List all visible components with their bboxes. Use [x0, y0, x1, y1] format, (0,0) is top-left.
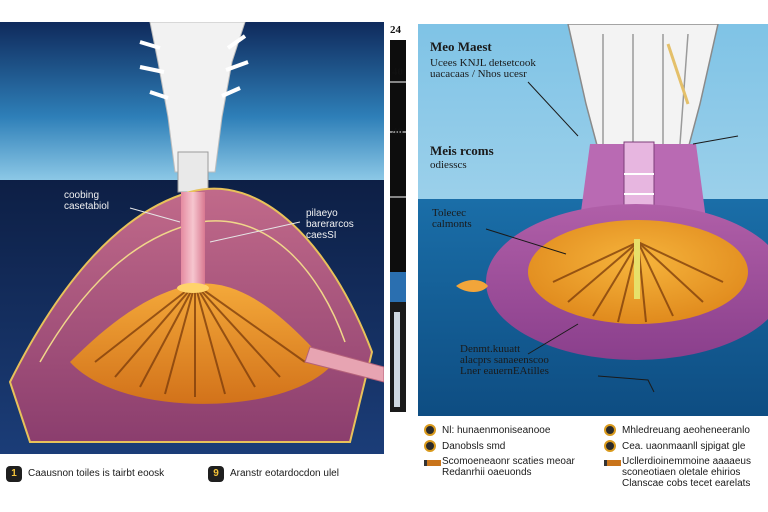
left-illustration-panel: coobing casetabiol pilaeyo barerarcos ca… [0, 22, 384, 454]
legend-item-text: Cea. uaonmaanll sjpigat gle [622, 441, 746, 452]
legend-dot-icon [604, 440, 616, 452]
right-annotation-label: pilaeyo barerarcos caesSI [306, 208, 354, 241]
section-title: Meis rcoms [430, 143, 494, 158]
legend-swatch-icon [604, 460, 621, 466]
scale-tick-label: 40 [392, 66, 403, 78]
depth-scale-bar [386, 40, 410, 412]
right-subtitle: Ucees KNJL detsetcook uacacaas / Nhos uc… [430, 57, 536, 80]
legend-item-text: Caausnon toiles is tairbt eoosk [28, 468, 165, 479]
legend-dot-icon [604, 424, 616, 436]
legend-item-text: Scomoeneaonr scaties meoar Redanrhii oae… [442, 456, 575, 478]
legend-dot-icon [424, 440, 436, 452]
left-cross-section-illustration [0, 22, 384, 454]
right-illustration-panel: Meo Maest Ucees KNJL detsetcook uacacaas… [418, 24, 768, 416]
legend-item-text: Danobsls smd [442, 441, 506, 452]
legend-dot-icon [424, 424, 436, 436]
legend-marker-badge: 9 [208, 466, 224, 482]
depth-scale: 24 40 40 [386, 22, 414, 416]
legend-item-text: Mhledreuang aeoheneeranlo [622, 425, 750, 436]
section-subtitle: odiesscs [430, 159, 467, 171]
left-annotation-label: coobing casetabiol [64, 190, 110, 212]
right-title: Meo Maest [430, 39, 492, 54]
middle-label: Tolecec calmonts [432, 207, 472, 230]
right-cross-section-illustration [418, 24, 768, 416]
legend-item-text: Ucllerdioinemmoine aaaaeus sconeotiaen o… [622, 456, 751, 489]
legend-swatch-icon [424, 460, 441, 466]
scale-tick-label: 24 [390, 24, 401, 36]
lower-label: Denmt.kuuatt alacprs sanaeenscoo Lner ea… [460, 343, 549, 377]
legend-item-text: Aranstr eotardocdon ulel [230, 468, 339, 479]
legend-marker-badge: 1 [6, 466, 22, 482]
legend-item-text: Nl: hunaenmoniseanooe [442, 425, 551, 436]
scale-tick-label: 40 [392, 126, 403, 138]
